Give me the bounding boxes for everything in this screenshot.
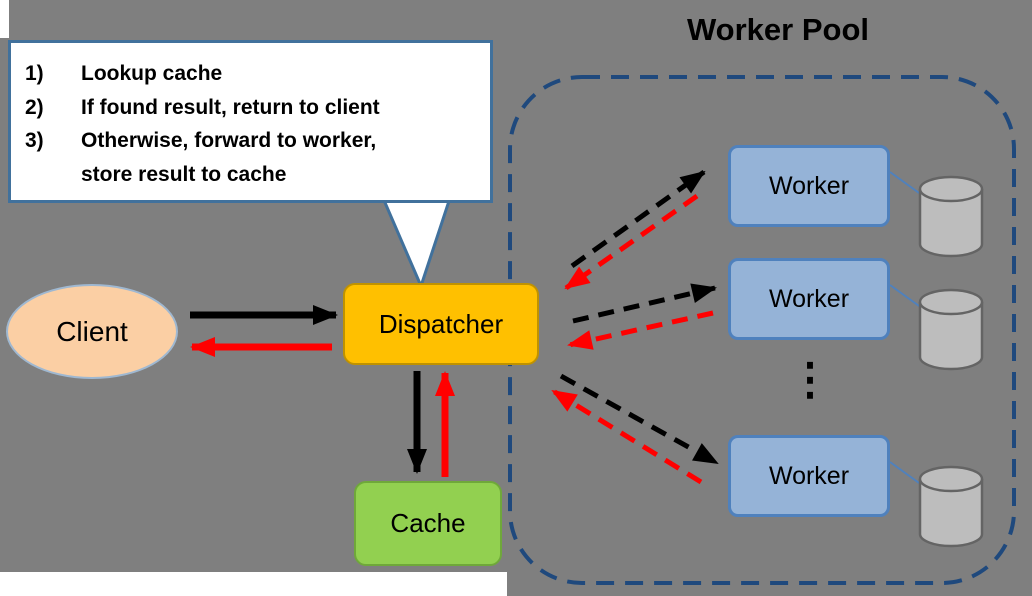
arrow-dispatcher-to-worker-1: [570, 169, 706, 269]
database-cylinder-3: [918, 465, 984, 548]
step-text: If found result, return to client: [81, 95, 380, 119]
arrow-dispatcher-to-worker-2: [572, 283, 717, 324]
callout-tail: [380, 196, 453, 291]
worker-label: Worker: [768, 284, 850, 313]
dispatcher-label: Dispatcher: [378, 308, 504, 339]
arrow-worker-1-to-dispatcher: [564, 193, 699, 291]
callout-steps: 1) Lookup cache 2) If found result, retu…: [8, 40, 493, 203]
worker-node-3: Worker: [728, 435, 890, 517]
arrow-dispatcher-to-worker-3: [559, 373, 719, 466]
canvas-white-corner: [0, 0, 9, 38]
step-text: Otherwise, forward to worker, store resu…: [81, 129, 377, 186]
callout-step-1: 1) Lookup cache: [25, 57, 478, 91]
database-cylinder-2: [918, 288, 984, 371]
database-cylinder-1: [918, 175, 984, 258]
worker-label: Worker: [768, 171, 850, 200]
dispatcher-node: Dispatcher: [343, 283, 539, 365]
callout-step-3: 3) Otherwise, forward to worker, store r…: [25, 124, 478, 191]
worker-label: Worker: [768, 461, 850, 490]
callout-step-2: 2) If found result, return to client: [25, 91, 478, 125]
cache-label: Cache: [390, 508, 466, 538]
client-label: Client: [56, 315, 128, 347]
canvas-white-strip: [0, 572, 507, 596]
cache-node: Cache: [354, 481, 502, 566]
step-text: Lookup cache: [81, 62, 223, 85]
step-number: 1): [25, 62, 44, 85]
more-workers-ellipsis: ⋮: [788, 355, 832, 404]
worker-node-1: Worker: [728, 145, 890, 227]
client-node: Client: [6, 284, 178, 379]
worker-node-2: Worker: [728, 258, 890, 340]
worker-pool-title: Worker Pool: [686, 12, 870, 47]
step-number: 3): [25, 129, 44, 153]
arrow-worker-2-to-dispatcher: [567, 310, 714, 350]
step-number: 2): [25, 95, 44, 119]
arrow-worker-3-to-dispatcher: [551, 388, 703, 485]
